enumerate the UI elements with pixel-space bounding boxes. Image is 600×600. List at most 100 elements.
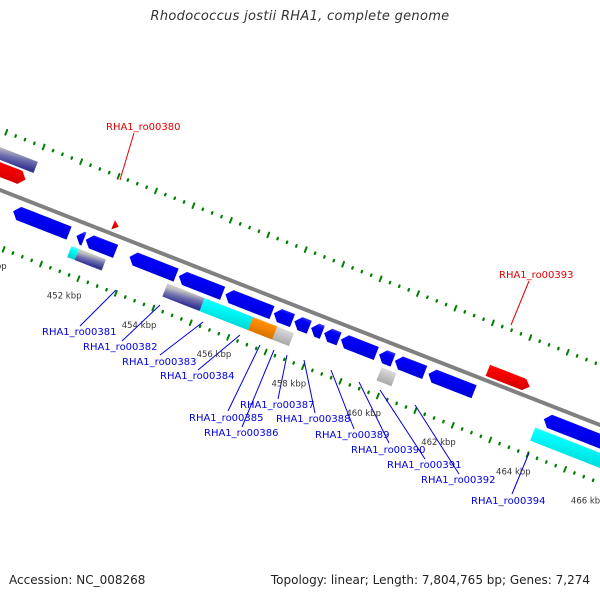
reverse-tick	[208, 328, 211, 332]
cds-feature[interactable]	[376, 367, 397, 387]
reverse-gene[interactable]	[324, 328, 342, 346]
gene-label[interactable]: RHA1_ro00391	[387, 460, 462, 471]
forward-tick	[444, 302, 448, 307]
gene-label[interactable]: RHA1_ro00390	[351, 445, 426, 456]
gene-label[interactable]: RHA1_ro00381	[42, 327, 117, 338]
reverse-tick	[86, 280, 90, 285]
reverse-tick	[488, 436, 493, 444]
reverse-tick	[133, 298, 136, 303]
reverse-tick	[338, 378, 343, 385]
forward-cds[interactable]	[0, 138, 38, 174]
gene-label[interactable]: RHA1_ro00383	[122, 357, 197, 368]
gene-label[interactable]: RHA1_ro00393	[499, 270, 574, 281]
reverse-tick	[1, 246, 6, 253]
scale-label: 462 kbp	[421, 438, 456, 448]
reverse-gene[interactable]	[311, 323, 325, 339]
reverse-tick	[179, 317, 183, 321]
reverse-tick	[254, 346, 258, 351]
forward-tick	[98, 167, 102, 171]
cds-feature[interactable]	[199, 298, 254, 331]
forward-tick	[303, 246, 308, 253]
reverse-tick	[479, 434, 483, 439]
reverse-tick	[123, 295, 127, 299]
reverse-gene[interactable]	[225, 290, 275, 320]
gene-label[interactable]: RHA1_ro00388	[276, 414, 351, 425]
reverse-gene[interactable]	[85, 235, 119, 258]
forward-tick	[135, 181, 139, 186]
reverse-tick	[375, 392, 380, 400]
forward-gene[interactable]	[485, 364, 530, 391]
gene-label[interactable]: RHA1_ro00385	[189, 413, 264, 424]
forward-gene[interactable]	[0, 151, 26, 184]
cds-feature[interactable]	[530, 427, 600, 473]
cds-feature[interactable]	[67, 245, 79, 261]
forward-tick	[201, 207, 205, 212]
forward-tick	[248, 225, 251, 230]
gene-label[interactable]: RHA1_ro00382	[83, 342, 158, 353]
scale-label: 466 kbp	[571, 497, 600, 507]
reverse-tick	[348, 383, 352, 387]
forward-tick	[575, 354, 579, 358]
forward-tick	[228, 216, 233, 224]
reverse-tick	[30, 258, 34, 263]
forward-tick	[519, 332, 523, 336]
reverse-gene[interactable]	[543, 414, 600, 455]
forward-tick	[407, 288, 411, 292]
map-title: Rhodococcus jostii RHA1, complete genome	[150, 9, 450, 24]
cds-feature[interactable]	[74, 248, 106, 271]
reverse-gene[interactable]	[428, 369, 477, 399]
reverse-tick	[413, 407, 418, 414]
scale-label: 456 kbp	[197, 350, 232, 360]
reverse-gene[interactable]	[76, 231, 87, 246]
reverse-tick	[442, 419, 445, 424]
reverse-gene[interactable]	[13, 206, 72, 240]
reverse-tick	[395, 401, 399, 406]
gene-label[interactable]: RHA1_ro00392	[421, 475, 496, 486]
reverse-tick	[11, 251, 15, 255]
gene-label[interactable]: RHA1_ro00384	[160, 371, 235, 382]
gene-label[interactable]: RHA1_ro00389	[315, 430, 390, 441]
reverse-gene[interactable]	[340, 335, 379, 361]
gene-label[interactable]: RHA1_ro00380	[106, 122, 181, 133]
forward-tick	[528, 334, 533, 341]
reverse-tick	[320, 372, 324, 376]
gene-label[interactable]: RHA1_ro00386	[204, 428, 279, 439]
reverse-gene[interactable]	[273, 309, 296, 328]
sequence-backbone	[0, 187, 600, 428]
reverse-gene[interactable]	[178, 271, 226, 300]
reverse-tick	[311, 368, 314, 373]
forward-tick	[79, 158, 84, 165]
reverse-tick	[161, 309, 165, 314]
forward-tick	[266, 231, 271, 239]
forward-tick	[173, 196, 177, 201]
reverse-gene[interactable]	[379, 350, 396, 367]
label-leader-line	[510, 280, 530, 326]
forward-tick	[360, 269, 364, 274]
cds-feature[interactable]	[162, 283, 205, 312]
forward-tick	[556, 346, 560, 351]
forward-tick	[594, 361, 598, 366]
reverse-tick	[48, 265, 52, 270]
label-leader-line	[227, 344, 261, 412]
forward-tick	[416, 290, 420, 297]
forward-tick	[490, 319, 495, 327]
cds-feature[interactable]	[272, 326, 295, 347]
reverse-tick	[357, 386, 361, 391]
gene-label[interactable]: RHA1_ro00394	[471, 496, 546, 507]
forward-tick	[565, 348, 570, 356]
forward-tick	[163, 192, 167, 197]
forward-tick	[145, 185, 149, 190]
forward-tick	[285, 240, 289, 245]
genome-summary: Topology: linear; Length: 7,804,765 bp; …	[270, 573, 590, 587]
reverse-tick	[544, 460, 548, 464]
reverse-tick	[263, 348, 268, 356]
cds-feature[interactable]	[247, 317, 278, 340]
gene-label[interactable]: RHA1_ro00387	[240, 400, 315, 411]
reverse-gene[interactable]	[129, 252, 179, 282]
reverse-gene[interactable]	[394, 356, 428, 379]
forward-tick	[51, 148, 55, 153]
forward-gene[interactable]	[111, 219, 119, 230]
forward-tick	[257, 229, 261, 234]
reverse-tick	[507, 445, 511, 450]
reverse-gene[interactable]	[294, 317, 312, 334]
